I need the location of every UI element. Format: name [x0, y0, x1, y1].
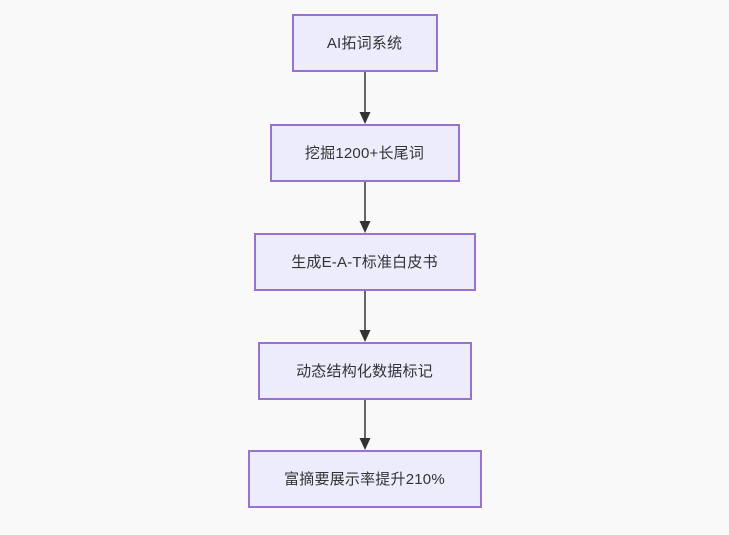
- flowchart-node-label: 挖掘1200+长尾词: [304, 144, 425, 162]
- flowchart-node-label: AI拓词系统: [326, 34, 403, 52]
- flowchart-node-n4[interactable]: 富摘要展示率提升210%: [247, 450, 482, 508]
- arrow-down-icon: [359, 400, 370, 450]
- arrow-down-icon: [359, 182, 370, 233]
- flowchart-node-label: 生成E-A-T标准白皮书: [291, 253, 438, 271]
- flowchart-node-n3[interactable]: 动态结构化数据标记: [257, 342, 472, 400]
- flowchart-edge-n2-n3: [357, 291, 373, 342]
- flowchart-node-label: 动态结构化数据标记: [296, 362, 433, 380]
- flowchart-node-label: 富摘要展示率提升210%: [284, 470, 445, 488]
- flowchart-node-n1[interactable]: 挖掘1200+长尾词: [269, 124, 460, 182]
- flowchart-node-n0[interactable]: AI拓词系统: [291, 14, 438, 72]
- arrow-down-icon: [359, 291, 370, 342]
- flowchart-node-n2[interactable]: 生成E-A-T标准白皮书: [253, 233, 476, 291]
- flowchart-edge-n1-n2: [357, 182, 373, 233]
- arrow-down-icon: [359, 72, 370, 124]
- flowchart-edge-n3-n4: [357, 400, 373, 450]
- flowchart-edge-n0-n1: [357, 72, 373, 124]
